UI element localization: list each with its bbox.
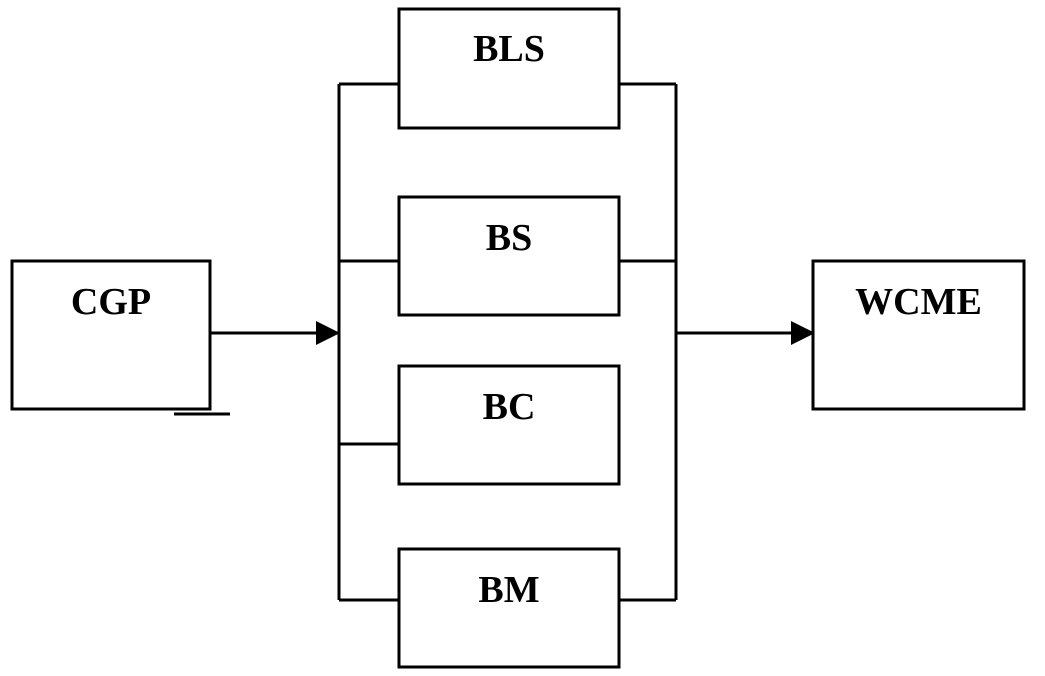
bm-label: BM: [478, 569, 540, 611]
bc-box: [397, 364, 621, 486]
cgp-label: CGP: [70, 281, 152, 323]
bs-label: BS: [485, 217, 533, 259]
wcme-label: WCME: [855, 281, 982, 323]
bls-label: BLS: [473, 28, 545, 70]
wcme-box: [811, 259, 1026, 411]
cgp-box: [10, 259, 212, 411]
bls-box: [397, 7, 621, 130]
bm-box: [397, 547, 621, 669]
bs-box: [397, 195, 621, 317]
bc-label: BC: [482, 386, 536, 428]
